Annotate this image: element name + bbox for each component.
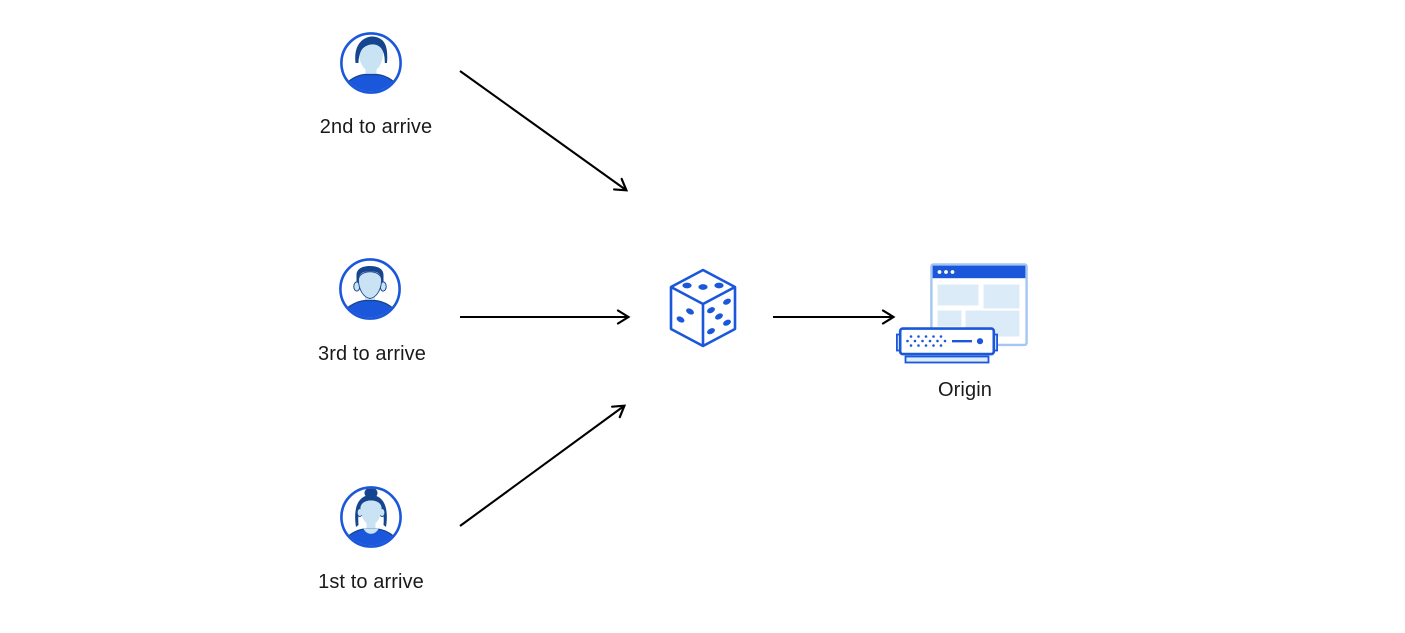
male-avatar-flat-top-icon <box>339 258 401 320</box>
arrow-user1-to-dice <box>459 406 624 527</box>
server-icon <box>895 327 998 364</box>
origin-label: Origin <box>938 379 992 401</box>
user-1st-node <box>339 485 403 549</box>
user-1st-label: 1st to arrive <box>318 571 424 593</box>
male-avatar-swoosh-hair-icon <box>340 32 402 94</box>
dice-node <box>666 266 740 350</box>
user-2nd-label: 2nd to arrive <box>319 116 433 138</box>
arrow-user2-to-dice <box>459 70 626 190</box>
female-avatar-bun-icon <box>340 486 402 548</box>
origin-server-node <box>895 327 998 365</box>
server-vent-dots <box>906 335 947 347</box>
user-2nd-node <box>339 31 403 95</box>
dice-icon <box>669 268 737 348</box>
user-3rd-label: 3rd to arrive <box>317 343 426 365</box>
user-3rd-node <box>338 257 402 321</box>
